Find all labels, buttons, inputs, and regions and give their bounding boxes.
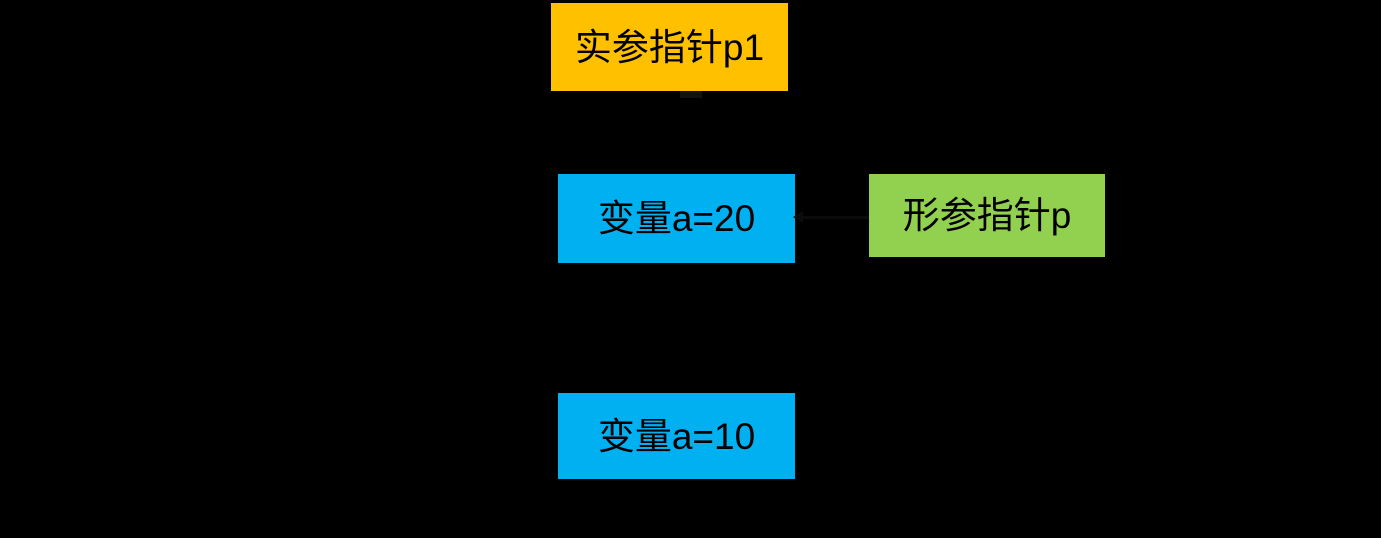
- node-variable-a-20-label: 变量a=20: [597, 198, 756, 239]
- node-formal-pointer[interactable]: 形参指针p: [869, 174, 1105, 257]
- node-actual-pointer-label: 实参指针p1: [574, 26, 765, 68]
- node-actual-pointer[interactable]: 实参指针p1: [551, 3, 788, 91]
- node-variable-a-10[interactable]: 变量a=10: [558, 393, 795, 479]
- node-variable-a-10-label: 变量a=10: [597, 415, 756, 457]
- connector-actual-pointer-stub: [680, 91, 702, 98]
- node-variable-a-20[interactable]: 变量a=20: [558, 174, 795, 263]
- node-formal-pointer-label: 形参指针p: [902, 195, 1072, 236]
- arrowhead-icon: [793, 211, 803, 223]
- connector-formal-pointer-to-variable: [795, 216, 870, 219]
